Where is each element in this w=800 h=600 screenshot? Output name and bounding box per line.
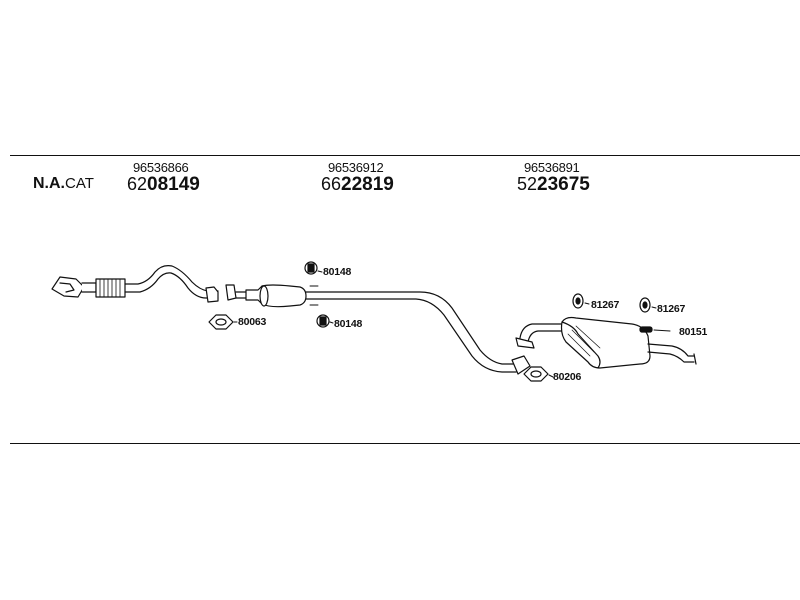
rubber-mount-icon[interactable]: [639, 297, 651, 313]
top-rule: [10, 155, 800, 156]
oe-number-2: 96536912: [328, 160, 384, 175]
part-main: 08149: [147, 174, 200, 195]
rubber-mount-icon[interactable]: [639, 326, 653, 333]
part-number-2[interactable]: 6622819: [321, 174, 394, 196]
fitting-code[interactable]: 81267: [657, 303, 686, 315]
bottom-rule: [10, 443, 800, 444]
part-number-1[interactable]: 6208149: [127, 174, 200, 196]
part-main: 22819: [341, 174, 394, 195]
gasket-icon[interactable]: [523, 366, 549, 382]
rubber-mount-icon[interactable]: [572, 293, 584, 309]
rear-silencer[interactable]: [515, 316, 697, 369]
clamp-icon[interactable]: [316, 314, 330, 328]
front-pipe[interactable]: [51, 265, 219, 303]
fitting-code[interactable]: 80148: [334, 318, 363, 330]
fitting-code[interactable]: 80148: [323, 266, 352, 278]
fitting-code[interactable]: 80151: [679, 326, 708, 338]
middle-silencer[interactable]: [245, 284, 531, 375]
part-prefix: 62: [127, 174, 148, 194]
part-number-3[interactable]: 5223675: [517, 174, 590, 196]
oe-number-1: 96536866: [133, 160, 189, 175]
part-prefix: 66: [321, 174, 342, 194]
category-bold: N.A.: [33, 175, 65, 192]
clamp-icon[interactable]: [304, 261, 318, 275]
connector-pipe[interactable]: [225, 284, 249, 301]
gasket-icon[interactable]: [208, 314, 234, 330]
part-prefix: 52: [517, 174, 538, 194]
fitting-code[interactable]: 80063: [238, 316, 267, 328]
category-label: N.A.CAT: [33, 175, 94, 193]
fitting-code[interactable]: 80206: [553, 371, 582, 383]
fitting-code[interactable]: 81267: [591, 299, 620, 311]
category-suffix: CAT: [65, 175, 94, 192]
oe-number-3: 96536891: [524, 160, 580, 175]
part-main: 23675: [537, 174, 590, 195]
